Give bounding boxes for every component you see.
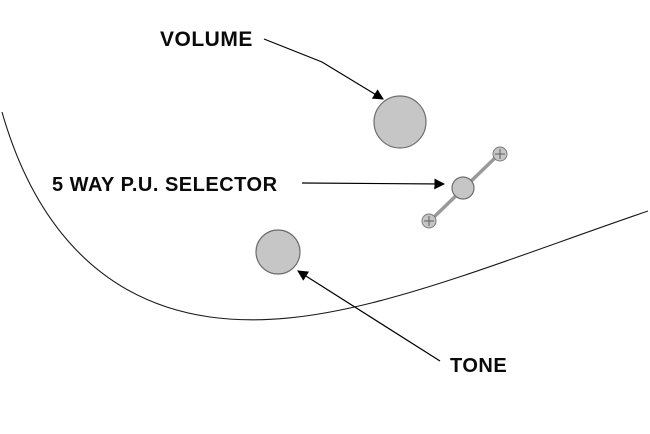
- volume-knob: [373, 95, 427, 149]
- selector-knob: [451, 176, 475, 200]
- tone-arrow: [297, 270, 441, 362]
- selector-screw-bottom: [421, 213, 437, 229]
- selector-screw-top: [492, 146, 508, 162]
- volume-arrow: [263, 38, 384, 100]
- volume-label: VOLUME: [160, 28, 253, 51]
- tone-label: TONE: [450, 355, 507, 377]
- pickup-selector-switch: [421, 146, 508, 229]
- pickup-selector-arrow: [301, 178, 446, 190]
- pickup-selector-label: 5 WAY P.U. SELECTOR: [52, 174, 278, 196]
- guitar-body-outline: [1, 111, 649, 321]
- tone-knob: [255, 229, 301, 275]
